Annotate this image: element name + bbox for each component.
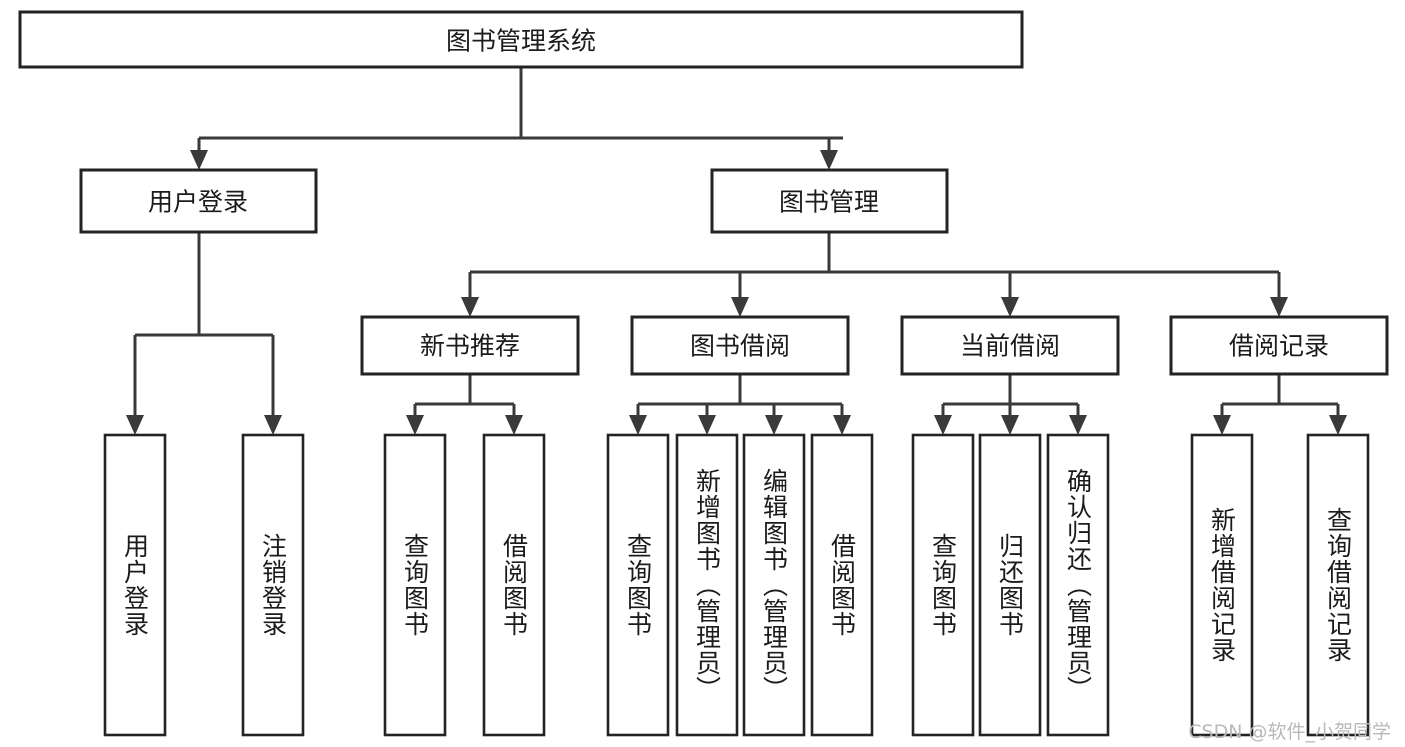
node-borrow-record-box[interactable]	[1169, 315, 1389, 376]
leaf-current-borrow-2-box[interactable]	[1046, 433, 1110, 737]
leaf-book-borrow-3[interactable]: 借阅图书	[810, 433, 874, 737]
edge-current-bus	[943, 374, 1078, 406]
arrowhead-record-leaf-1	[1329, 415, 1347, 435]
node-current-borrow-box[interactable]	[900, 315, 1120, 376]
leaf-book-borrow-1[interactable]: 新增图书（管理员）	[675, 433, 739, 737]
leaf-user-login-0-label: 用户登录	[121, 533, 150, 637]
arrowhead-current-leaf-2	[1069, 415, 1087, 435]
leaf-new-book-0-label: 查询图书	[401, 533, 430, 637]
node-root-box[interactable]	[18, 10, 1024, 69]
leaf-current-borrow-0[interactable]: 查询图书	[911, 433, 975, 737]
leaf-current-borrow-1-label: 归还图书	[996, 533, 1025, 637]
arrowhead-borrow-leaf-2	[765, 415, 783, 435]
arrowhead-userlogin-leaf-1	[264, 415, 282, 435]
node-new-book-recommend-box[interactable]	[360, 315, 580, 376]
arrowhead-user-login	[190, 150, 208, 170]
leaf-user-login-1[interactable]: 注销登录	[241, 433, 305, 737]
arrowhead-record-leaf-0	[1213, 415, 1231, 435]
node-borrow-record-label: 借阅记录	[1229, 332, 1329, 361]
node-book-manage-label: 图书管理	[779, 188, 879, 217]
leaf-book-borrow-2-label: 编辑图书（管理员）	[760, 468, 789, 702]
arrowhead-newbook-leaf-1	[505, 415, 523, 435]
leaf-current-borrow-2[interactable]: 确认归还（管理员）	[1046, 433, 1110, 737]
leaf-new-book-1[interactable]: 借阅图书	[482, 433, 546, 737]
edge-root-bus	[199, 67, 843, 140]
leaf-book-borrow-2-box[interactable]	[742, 433, 806, 737]
leaf-current-borrow-0-box[interactable]	[911, 433, 975, 737]
arrowhead-borrow-leaf-1	[698, 415, 716, 435]
leaf-book-borrow-0-box[interactable]	[606, 433, 670, 737]
leaf-new-book-1-label: 借阅图书	[500, 533, 529, 637]
leaf-user-login-1-box[interactable]	[241, 433, 305, 737]
edge-record-bus	[1222, 374, 1338, 406]
arrowhead-borrow-leaf-0	[629, 415, 647, 435]
leaf-user-login-0-box[interactable]	[103, 433, 167, 737]
node-book-manage-box[interactable]	[710, 168, 949, 234]
node-root-label: 图书管理系统	[446, 27, 596, 56]
arrowhead-borrow-leaf-3	[833, 415, 851, 435]
leaf-book-borrow-1-label: 新增图书（管理员）	[693, 468, 722, 702]
leaf-borrow-record-1-box[interactable]	[1306, 433, 1370, 737]
edge-borrow-bus	[638, 374, 842, 406]
leaf-borrow-record-1-label: 查询借阅记录	[1324, 507, 1353, 663]
leaf-book-borrow-2[interactable]: 编辑图书（管理员）	[742, 433, 806, 737]
node-new-book-recommend-label: 新书推荐	[420, 332, 520, 361]
leaf-book-borrow-0-label: 查询图书	[624, 533, 653, 637]
node-book-borrow-label: 图书借阅	[690, 332, 790, 361]
edge-newbook-bus	[415, 374, 514, 406]
arrowhead-l3-3	[1270, 297, 1288, 317]
arrowhead-l3-0	[461, 297, 479, 317]
leaf-current-borrow-1[interactable]: 归还图书	[978, 433, 1042, 737]
leaf-new-book-1-box[interactable]	[482, 433, 546, 737]
leaf-book-borrow-3-box[interactable]	[810, 433, 874, 737]
edge-bookmanage-bus	[470, 232, 1279, 274]
leaf-user-login-0[interactable]: 用户登录	[103, 433, 167, 737]
node-current-borrow[interactable]: 当前借阅	[900, 315, 1120, 376]
leaf-book-borrow-3-label: 借阅图书	[828, 533, 857, 637]
node-user-login-label: 用户登录	[148, 188, 248, 217]
arrowhead-current-leaf-1	[1001, 415, 1019, 435]
watermark-text: CSDN @软件_小贺同学	[1188, 721, 1391, 743]
arrowhead-userlogin-leaf-0	[126, 415, 144, 435]
leaf-new-book-0-box[interactable]	[383, 433, 447, 737]
leaf-book-borrow-1-box[interactable]	[675, 433, 739, 737]
edge-layer	[126, 67, 1347, 435]
edge-userlogin-bus	[135, 232, 273, 337]
leaf-current-borrow-2-label: 确认归还（管理员）	[1064, 468, 1093, 702]
leaf-user-login-1-label: 注销登录	[259, 533, 288, 637]
node-new-book-recommend[interactable]: 新书推荐	[360, 315, 580, 376]
node-book-borrow[interactable]: 图书借阅	[630, 315, 850, 376]
leaf-borrow-record-1[interactable]: 查询借阅记录	[1306, 433, 1370, 737]
arrowhead-l3-1	[731, 297, 749, 317]
node-book-manage[interactable]: 图书管理	[710, 168, 949, 234]
leaf-borrow-record-0-label: 新增借阅记录	[1208, 507, 1237, 663]
leaf-current-borrow-1-box[interactable]	[978, 433, 1042, 737]
arrowhead-book-manage	[820, 150, 838, 170]
node-root[interactable]: 图书管理系统	[18, 10, 1024, 69]
node-current-borrow-label: 当前借阅	[960, 332, 1060, 361]
arrowhead-newbook-leaf-0	[406, 415, 424, 435]
arrowhead-current-leaf-0	[934, 415, 952, 435]
leaf-borrow-record-0[interactable]: 新增借阅记录	[1190, 433, 1254, 737]
arrowhead-l3-2	[1001, 297, 1019, 317]
leaf-current-borrow-0-label: 查询图书	[929, 533, 958, 637]
leaf-borrow-record-0-box[interactable]	[1190, 433, 1254, 737]
leaf-new-book-0[interactable]: 查询图书	[383, 433, 447, 737]
leaf-book-borrow-0[interactable]: 查询图书	[606, 433, 670, 737]
node-user-login-box[interactable]	[79, 168, 318, 234]
node-borrow-record[interactable]: 借阅记录	[1169, 315, 1389, 376]
node-book-borrow-box[interactable]	[630, 315, 850, 376]
node-user-login[interactable]: 用户登录	[79, 168, 318, 234]
